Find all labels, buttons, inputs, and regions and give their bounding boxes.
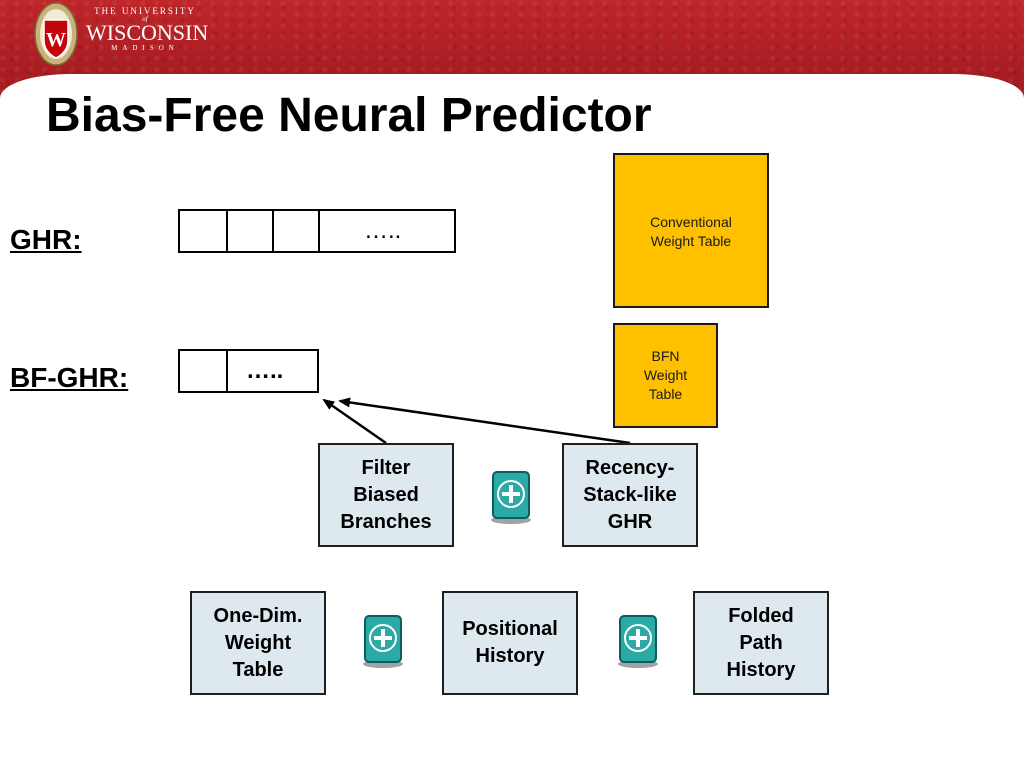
- plus-icon: [491, 471, 531, 524]
- ghr-label: GHR:: [10, 224, 82, 255]
- slide-title: Bias-Free Neural Predictor: [46, 89, 652, 142]
- arrow-filter-to-bfghr: [322, 398, 387, 445]
- bfghr-ellipsis: …..: [246, 357, 284, 384]
- bfghr-cell: [180, 351, 228, 393]
- ghr-cell: [180, 211, 228, 253]
- wordmark-name: WISCONSIN: [86, 20, 209, 45]
- wordmark-campus: MADISON: [111, 44, 179, 52]
- filter-biased-branches-block: Filter Biased Branches: [318, 443, 454, 547]
- ghr-cell: [226, 211, 274, 253]
- conventional-weight-table: Conventional Weight Table: [613, 153, 769, 308]
- ghr-cell: [272, 211, 320, 253]
- wordmark-of: of: [142, 15, 148, 23]
- plus-icon: [363, 615, 403, 668]
- plus-icon: [618, 615, 658, 668]
- svg-text:W: W: [46, 29, 66, 51]
- positional-history-block: Positional History: [442, 591, 578, 695]
- ghr-register: …..: [178, 209, 456, 253]
- recency-stack-ghr-block: Recency- Stack-like GHR: [562, 443, 698, 547]
- folded-path-history-block: Folded Path History: [693, 591, 829, 695]
- wordmark-university-line: THE UNIVERSITY: [94, 6, 196, 16]
- bfghr-register: …..: [178, 349, 319, 393]
- bfghr-label: BF-GHR:: [10, 362, 129, 393]
- one-dim-weight-table-block: One-Dim. Weight Table: [190, 591, 326, 695]
- arrow-recency-to-bfghr: [338, 397, 631, 445]
- university-crest-icon: W: [34, 2, 78, 66]
- bfn-weight-table: BFN Weight Table: [613, 323, 718, 428]
- university-wordmark: THE UNIVERSITY of WISCONSIN MADISON: [86, 6, 216, 52]
- ghr-ellipsis: …..: [364, 217, 402, 244]
